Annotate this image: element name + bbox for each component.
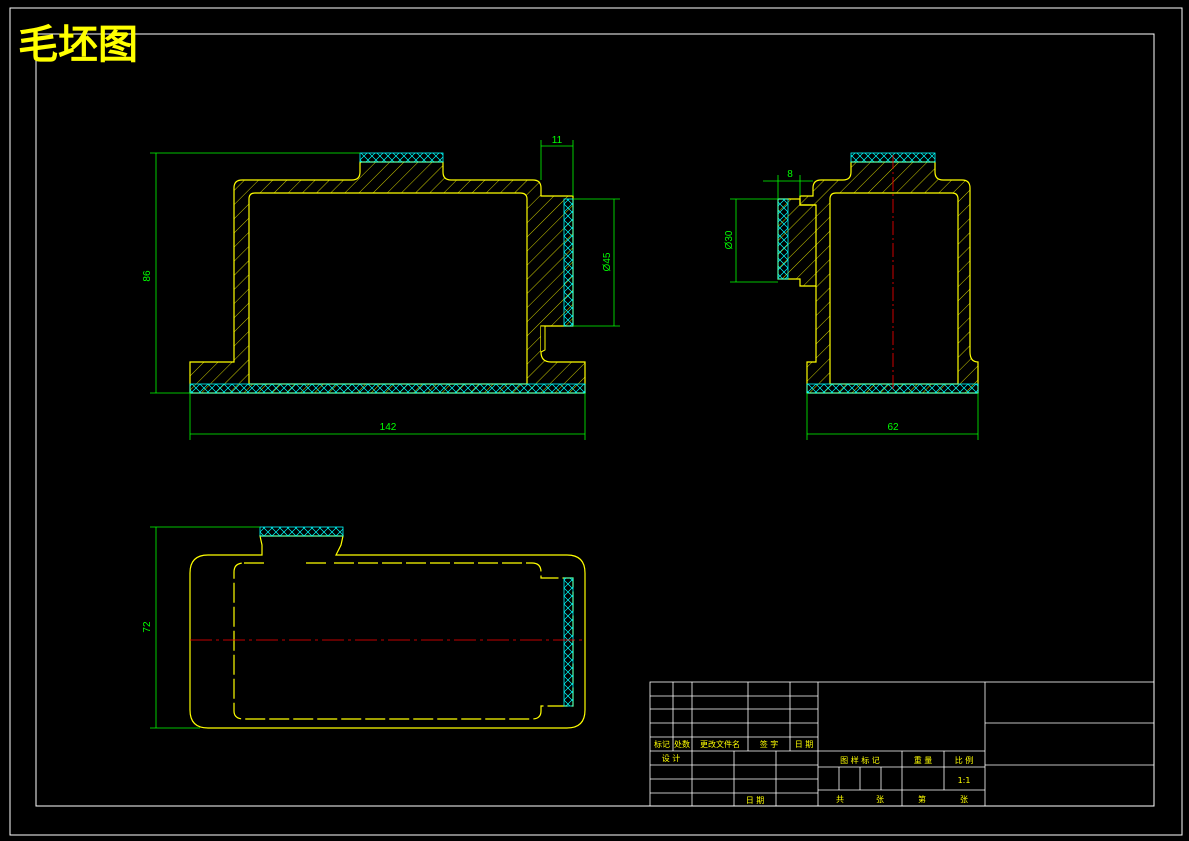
tb-designer: 设 计: [662, 753, 681, 763]
dim-top-height: 72: [142, 621, 153, 633]
top-view: 72: [142, 526, 586, 729]
dim-front-boss: 11: [552, 135, 563, 146]
tb-scale-label: 比 例: [955, 755, 974, 765]
outer-frame: [9, 7, 1183, 836]
front-bottom-allowance: [189, 383, 586, 394]
side-boss-allowance: [777, 198, 789, 280]
front-cavity: [248, 192, 528, 385]
drawing-title: 毛坯图: [18, 22, 138, 68]
top-boss-allowance: [563, 577, 574, 707]
tb-weight: 重 量: [914, 755, 933, 765]
front-view: 86 142 11 Ø45: [142, 135, 620, 440]
tb-drawing-mark: 图 样 标 记: [840, 755, 880, 765]
front-boss-allowance: [563, 198, 574, 327]
dim-side-boss: 8: [787, 169, 793, 180]
side-bottom-allowance: [806, 383, 979, 394]
dim-side-bore: Ø30: [724, 230, 735, 249]
top-outer-outline: [189, 535, 586, 729]
tb-scale-value: 1:1: [958, 776, 971, 785]
tb-sheet2: 张: [960, 795, 968, 804]
inner-frame: [35, 33, 1155, 807]
top-allowance: [259, 526, 344, 537]
tb-date: 日 期: [795, 740, 814, 749]
front-top-allowance: [359, 152, 444, 163]
dim-front-width: 142: [380, 422, 397, 433]
dim-front-bore: Ø45: [602, 252, 613, 271]
tb-sheet: 第: [918, 794, 926, 804]
side-cavity: [829, 192, 959, 385]
tb-change-doc: 更改文件名: [700, 739, 740, 749]
tb-signature: 签 字: [760, 739, 779, 749]
tb-count: 处数: [674, 739, 690, 749]
tb-sheet-of: 张: [876, 795, 884, 804]
title-block: [649, 681, 1155, 807]
dim-side-width: 62: [887, 422, 899, 433]
tb-mark: 标记: [654, 739, 670, 749]
tb-total: 共: [836, 795, 844, 804]
dim-front-height: 86: [142, 270, 153, 282]
tb-date2: 日 期: [746, 796, 765, 805]
top-inner-hidden: [233, 562, 574, 720]
side-view: 62 8 Ø30: [724, 152, 979, 440]
